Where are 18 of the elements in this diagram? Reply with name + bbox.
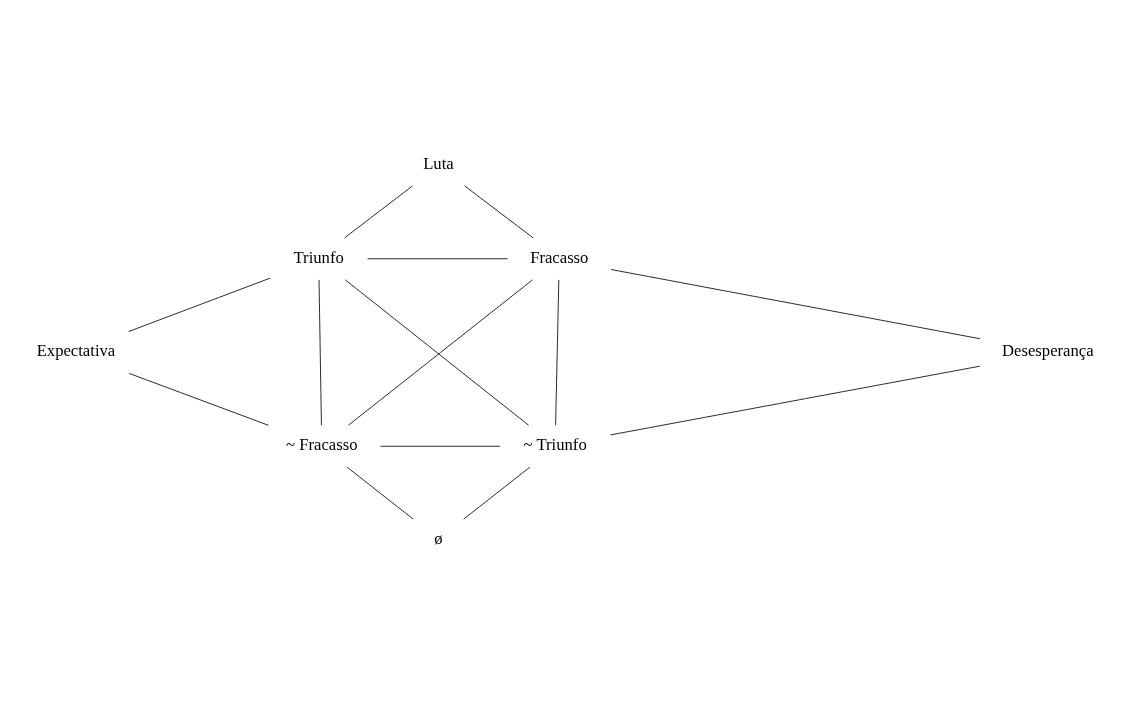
node-text: Desesperança xyxy=(1002,340,1094,360)
connector xyxy=(344,185,413,238)
connector xyxy=(128,372,269,426)
node-text: ø xyxy=(434,528,443,548)
connector xyxy=(610,268,981,339)
connector xyxy=(128,277,271,332)
node-text: Luta xyxy=(423,153,454,173)
connector xyxy=(555,279,560,426)
connector xyxy=(318,279,322,426)
connector xyxy=(610,365,981,435)
node-text: Fracasso xyxy=(530,247,589,267)
node-text: ~ Fracasso xyxy=(286,434,358,454)
connector xyxy=(464,185,534,238)
node-text: ~ Triunfo xyxy=(523,434,587,454)
node-text: Expectativa xyxy=(36,340,116,360)
node-text: Triunfo xyxy=(293,247,344,267)
connector xyxy=(346,466,414,519)
connector xyxy=(463,466,531,519)
